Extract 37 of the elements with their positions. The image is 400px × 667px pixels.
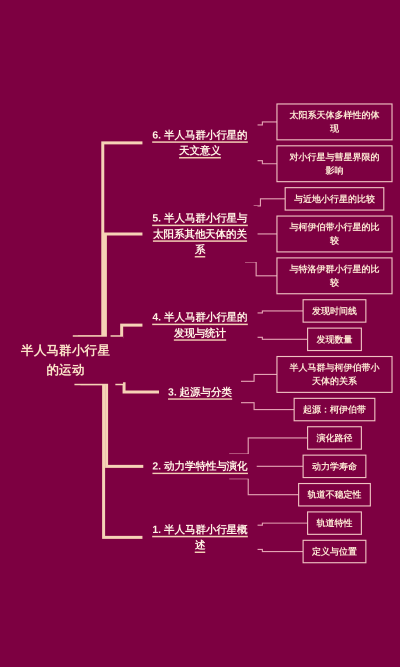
node-box: 演化路径 [307,426,362,450]
node-text: 4. 半人马群小行星的发现与统计 [152,311,248,339]
connector [110,324,142,338]
node-box: 太阳系天体多样性的体现 [276,104,393,141]
connector [78,232,142,338]
connector [74,382,142,539]
node-box: 发现数量 [307,328,362,352]
connector [258,549,304,552]
connector [229,478,299,496]
node-box: 轨道特性 [307,512,362,536]
node-text: 6. 半人马群小行星的天文意义 [152,128,248,156]
connector [256,466,304,468]
connector [240,402,294,410]
connector [258,336,308,340]
node-box: 轨道不稳定性 [298,483,371,507]
node-box: 半人马群与柯伊伯带小天体的关系 [276,356,393,394]
connector [258,122,277,126]
connector [258,234,277,235]
node-box: 与近地小行星的比较 [284,187,384,211]
connector [258,310,304,314]
connector [240,374,277,382]
node-box: 定义与位置 [302,540,366,564]
node-text: 3. 起源与分类 [168,386,232,398]
connector [258,160,277,164]
node-text: 5. 半人马群小行星与太阳系其他天体的关系 [152,212,248,256]
node-box: 发现时间线 [302,299,366,323]
connector [72,141,142,338]
node-box: 与柯伊伯带小行星的比较 [276,216,393,253]
connector [254,198,286,207]
node-text: 1. 半人马群小行星概述 [152,523,248,551]
node-box: 起源：柯伊伯带 [294,398,376,422]
node-box: 与特洛伊群小行星的比较 [276,257,393,294]
node-box: 对小行星与彗星界限的影响 [276,145,393,182]
connector [229,438,308,455]
connector [115,382,160,394]
connector [258,522,308,526]
node-box: 动力学寿命 [302,454,366,478]
